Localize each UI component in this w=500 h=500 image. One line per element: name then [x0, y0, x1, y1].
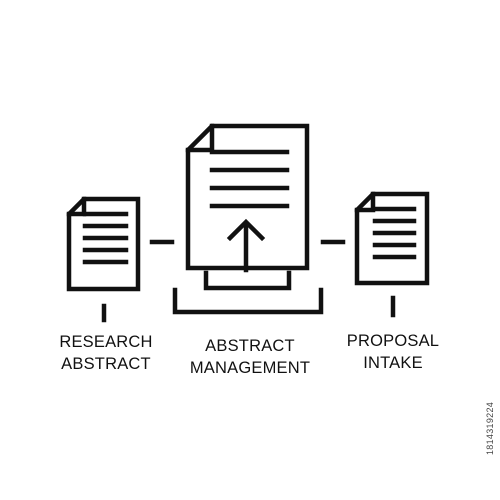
proposal-intake-label: PROPOSAL INTAKE [347, 330, 439, 374]
proposal-document-icon [354, 191, 430, 286]
proposal-intake-label-line2: INTAKE [363, 354, 423, 372]
stock-id-watermark: 1814319224 [485, 401, 495, 455]
research-abstract-label: RESEARCH ABSTRACT [59, 331, 152, 375]
proposal-intake-label-line1: PROPOSAL [346, 332, 440, 350]
center-bracket [172, 287, 324, 315]
abstract-management-label-line1: ABSTRACT [205, 337, 295, 355]
research-abstract-label-line1: RESEARCH [59, 333, 153, 351]
research-document-icon [66, 196, 141, 292]
abstract-management-document-upload-icon [185, 123, 310, 291]
research-abstract-label-line2: ABSTRACT [61, 355, 151, 373]
abstract-management-label: ABSTRACT MANAGEMENT [190, 335, 310, 379]
abstract-management-label-line2: MANAGEMENT [189, 359, 311, 377]
